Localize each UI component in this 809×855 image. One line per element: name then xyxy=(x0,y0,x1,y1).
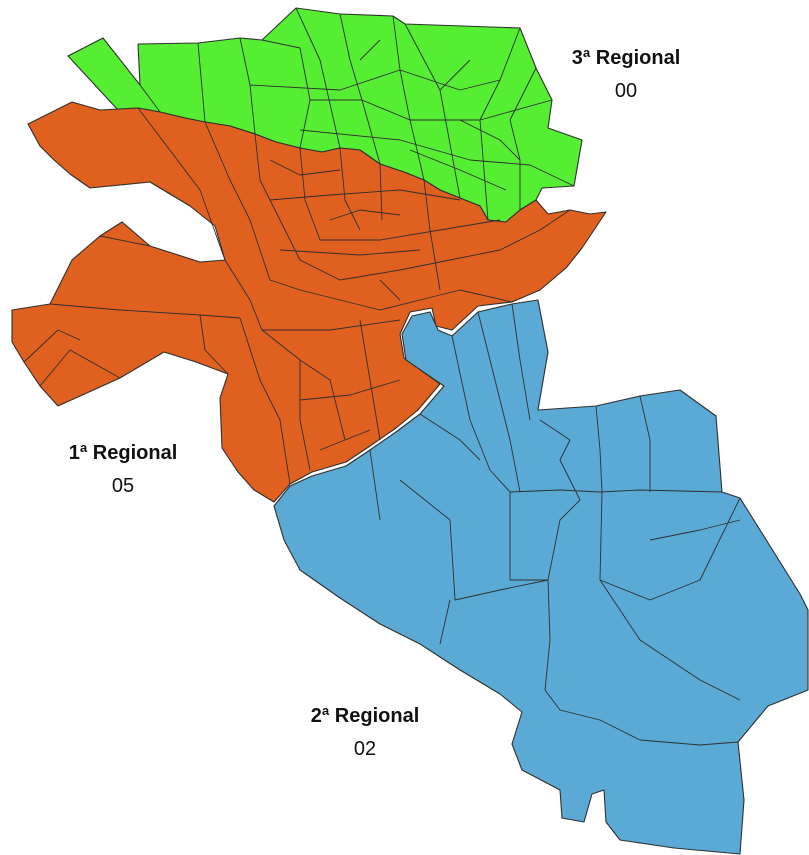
region-1-name: 1ª Regional xyxy=(68,442,178,464)
district-borders-1 xyxy=(23,107,571,485)
region-2-label: 2ª Regional 02 xyxy=(290,704,440,762)
region-2-count: 02 xyxy=(353,738,377,760)
region-2-shape[interactable] xyxy=(273,299,809,855)
district-borders-3 xyxy=(139,7,575,221)
region-2-name: 2ª Regional xyxy=(310,705,420,727)
district-borders-2 xyxy=(369,303,741,746)
region-1-shape[interactable] xyxy=(11,101,607,503)
region-3-name: 3ª Regional xyxy=(571,47,681,69)
region-3-count: 00 xyxy=(614,80,638,102)
region-1-count: 05 xyxy=(111,475,135,497)
region-3-label: 3ª Regional 00 xyxy=(556,46,696,104)
region-1-label: 1ª Regional 05 xyxy=(48,441,198,499)
